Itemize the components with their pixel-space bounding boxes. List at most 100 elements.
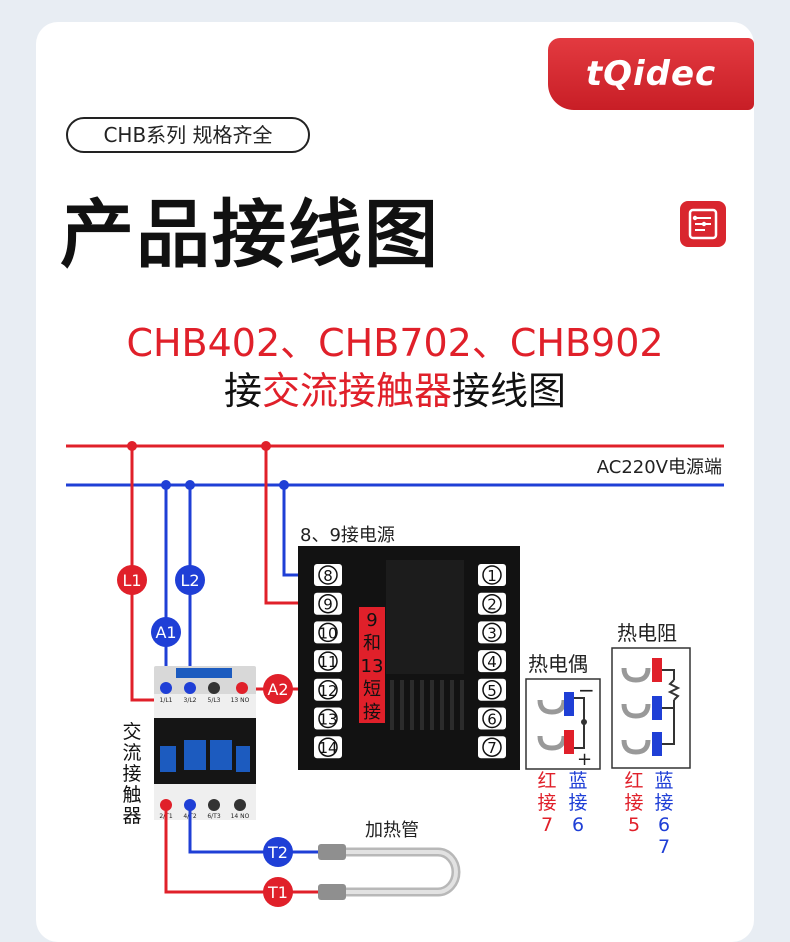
terminal-1: 1 [478,564,506,586]
terminal-number: 10 [318,624,337,642]
marker-l1: L1 [117,565,147,595]
terminal-number: 13 [318,711,337,729]
thermocouple-blue-col: 蓝接6 [568,770,587,836]
wiring-icon [680,201,726,247]
marker-l1-label: L1 [122,571,141,590]
terminal-9: 9 [314,592,342,615]
terminal-number: 6 [487,711,497,729]
rtd-blue-char: 接 [654,792,673,814]
rtd-red-char: 接 [624,792,643,814]
contactor-bottom-term: 14 NO [231,813,250,820]
terminal-8: 8 [314,564,342,586]
subtitle-pre: 接 [223,369,262,413]
contactor-bottom-term: 6/T3 [207,813,221,820]
terminal-number: 5 [487,682,497,700]
contactor-top-term: 5/L3 [208,697,221,704]
marker-l2-label: L2 [180,571,199,590]
terminal-2: 2 [478,592,506,615]
thermocouple-red-char: 7 [541,814,553,836]
terminal-10: 10 [314,621,342,644]
jumper-label-char: 短 [363,679,381,700]
terminal-number: 7 [487,739,497,757]
rtd-red-char: 红 [624,770,643,792]
rtd-title: 热电阻 [617,621,677,645]
rtd-red-col: 红接5 [624,770,643,836]
terminal-11: 11 [314,650,342,673]
terminal-number: 11 [318,653,337,671]
subtitle-highlight: 交流接触器 [261,369,452,413]
rtd-forks [621,658,681,756]
terminal-5: 5 [478,678,506,701]
thermocouple-red-col: 红接7 [537,770,556,836]
terminal-number: 2 [487,596,497,614]
contactor-label-char: 交 [122,721,141,743]
diagram-subtitle: 接交流接触器接线图 [0,366,790,416]
jumper-label-char: 和 [363,633,381,654]
marker-a1-label: A1 [155,623,176,642]
contactor-top-term: 1/L1 [160,697,173,704]
terminal-12: 12 [314,678,342,701]
terminal-number: 8 [323,567,333,585]
right-terminal-column: 1 2 3 4 5 6 7 [478,564,506,759]
contactor-label-char: 触 [122,784,141,806]
terminal-number: 12 [318,682,337,700]
thermocouple-title: 热电偶 [528,652,588,676]
contactor-label-char: 流 [122,742,141,764]
terminal-number: 4 [487,653,497,671]
thermocouple-box [525,678,601,770]
brand-logo: tQidec [548,38,754,110]
series-pill: CHB系列 规格齐全 [66,117,310,153]
contactor-top-term: 3/L2 [184,697,197,704]
page-title: 产品接线图 [60,192,440,278]
contactor-label-char: 接 [122,763,141,785]
marker-t2-label: T2 [267,843,288,862]
jumper-label-char: 接 [363,702,381,723]
rtd-red-char: 5 [628,814,640,836]
controller-display-area [386,560,464,674]
jumper-label-bg [359,607,385,723]
jumper-label-char: 9 [366,610,377,631]
terminal-number: 1 [487,567,497,585]
rtd-blue-char: 蓝 [654,770,673,792]
terminal-7: 7 [478,736,506,759]
marker-a2: A2 [263,674,293,704]
contactor-top-term: 13 NO [231,697,250,704]
marker-l2: L2 [175,565,205,595]
contactor-top-labels: 1/L1 3/L2 5/L3 13 NO [160,697,250,704]
left-terminal-column: 8 9 10 11 12 13 14 [314,564,342,759]
marker-t1-label: T1 [267,883,288,902]
thermocouple-minus: − [578,678,595,702]
power-label: AC220V电源端 [597,457,722,478]
contactor-label: 交流接触器 [122,721,141,827]
heater-tube [318,844,461,900]
thermocouple-red-char: 红 [537,770,556,792]
heater-label: 加热管 [365,820,419,841]
terminal-4: 4 [478,650,506,673]
supply-label: 8、9接电源 [300,525,395,546]
contactor-label-char: 器 [122,805,141,827]
rtd-blue-char: 6 [658,814,670,836]
terminal-14: 14 [314,736,342,759]
terminal-3: 3 [478,621,506,644]
subtitle-post: 接线图 [452,369,567,413]
model-list: CHB402、CHB702、CHB902 [126,321,664,365]
thermocouple-blue-char: 6 [572,814,584,836]
controller-vents [390,680,464,730]
terminal-number: 9 [323,596,333,614]
thermocouple-red-char: 接 [537,792,556,814]
terminal-number: 3 [487,624,497,642]
jumper-label-char: 13 [361,656,384,677]
terminal-6: 6 [478,707,506,730]
thermocouple-blue-char: 蓝 [568,770,587,792]
thermocouple-blue-char: 接 [568,792,587,814]
rtd-blue-char: 7 [658,836,670,858]
wiring-diagram: AC220V电源端 8、9接电源 L1 L2 A1 A2 89101112131… [66,441,724,907]
terminal-number: 14 [318,739,337,757]
marker-a2-label: A2 [267,680,288,699]
marker-t1: T1 [263,877,293,907]
marker-a1: A1 [151,617,181,647]
thermocouple-forks [537,692,587,754]
terminal-13: 13 [314,707,342,730]
